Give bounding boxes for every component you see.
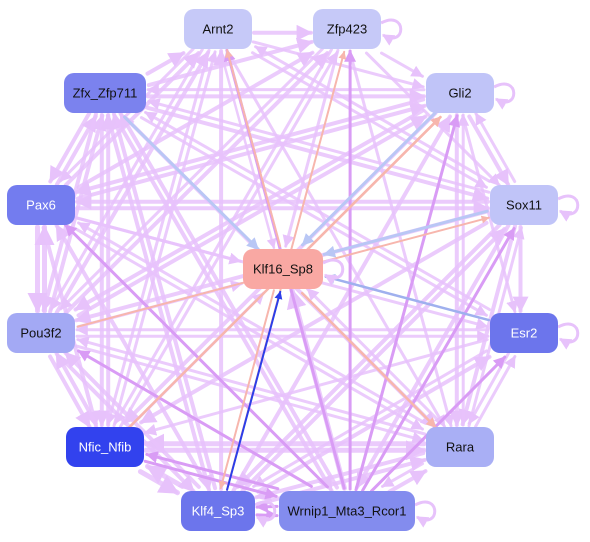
node-zfp423[interactable]: Zfp423: [313, 9, 381, 49]
edge-gli2-to-esr2: [461, 114, 518, 314]
node-box: [64, 73, 146, 113]
node-label: Wrnip1_Mta3_Rcor1: [288, 504, 407, 519]
node-label: Pax6: [26, 198, 56, 213]
edge-nfic-to-wrnip1: [143, 459, 278, 500]
node-arnt2[interactable]: Arnt2: [184, 9, 252, 49]
edge-zfp423-to-klf16: [282, 48, 340, 248]
edge-zfp423-to-gli2: [380, 51, 424, 78]
node-box: [181, 491, 255, 531]
node-box: [279, 491, 415, 531]
self-loop-layer: [254, 18, 580, 528]
edge-klf16-to-arnt2: [225, 49, 282, 248]
node-label: Sox11: [506, 198, 542, 213]
node-label: Nfic_Nfib: [79, 440, 132, 455]
self-loop-sox11: [557, 194, 580, 222]
node-klf4[interactable]: Klf4_Sp3: [181, 491, 255, 531]
edge-rara-to-pax6: [77, 221, 427, 425]
edge-wrnip1-to-nfic: [145, 451, 280, 491]
edge-wrnip1-to-esr2: [370, 355, 507, 493]
node-label: Pou3f2: [20, 326, 61, 341]
edge-pax6-to-gli2: [75, 101, 427, 201]
edge-zfx-to-klf16: [123, 115, 260, 251]
edge-sox11-to-klf4: [235, 222, 502, 489]
edge-nfic-to-arnt2: [112, 50, 219, 428]
self-loop-gli2: [493, 82, 516, 110]
edge-gli2-to-pou3f2: [73, 108, 425, 312]
node-box: [7, 185, 75, 225]
node-box: [426, 73, 494, 113]
edge-wrnip1-to-zfx: [118, 111, 339, 490]
edge-rara-to-pou3f2: [76, 336, 427, 436]
node-box: [490, 313, 558, 353]
node-pou3f2[interactable]: Pou3f2: [7, 313, 75, 353]
node-label: Rara: [446, 440, 475, 455]
node-label: Klf16_Sp8: [253, 262, 313, 277]
edge-esr2-to-klf16: [324, 274, 491, 322]
edge-nfic-to-pou3f2: [54, 351, 98, 426]
node-sox11[interactable]: Sox11: [490, 185, 558, 225]
node-box: [426, 427, 494, 467]
self-loop-klf16: [322, 258, 345, 286]
edge-gli2-to-klf16: [301, 111, 437, 247]
node-label: Arnt2: [202, 22, 233, 37]
edge-zfx-to-pax6: [48, 111, 92, 184]
edge-zfx-to-arnt2: [145, 51, 186, 76]
node-box: [66, 427, 144, 467]
edge-sox11-to-klf16: [322, 209, 489, 258]
node-box: [7, 313, 75, 353]
edge-rara-to-wrnip1: [380, 462, 424, 488]
edge-arnt2-to-rara: [226, 51, 446, 428]
node-label: Gli2: [448, 86, 471, 101]
edge-arnt2-to-klf16: [219, 50, 277, 250]
edge-zfx-to-esr2: [139, 116, 488, 317]
node-label: Zfp423: [327, 22, 367, 37]
edge-nfic-to-zfp423: [119, 51, 339, 428]
node-label: Klf4_Sp3: [192, 504, 245, 519]
edge-pou3f2-to-gli2: [76, 114, 428, 318]
node-zfx[interactable]: Zfx_Zfp711: [64, 73, 146, 113]
edge-gli2-to-sox11: [467, 114, 511, 187]
node-box: [313, 9, 381, 49]
edge-gli2-to-pax6: [74, 97, 426, 197]
self-loop-esr2: [557, 322, 580, 350]
edge-sox11-to-gli2: [474, 112, 517, 183]
node-rara[interactable]: Rara: [426, 427, 494, 467]
node-label: Zfx_Zfp711: [73, 86, 138, 101]
edge-sox11-to-arnt2: [254, 45, 491, 183]
node-wrnip1[interactable]: Wrnip1_Mta3_Rcor1: [279, 491, 415, 531]
edge-wrnip1-to-rara: [387, 469, 428, 494]
edge-klf16-to-klf4: [218, 289, 275, 490]
node-pax6[interactable]: Pax6: [7, 185, 75, 225]
edge-pou3f2-to-rara: [74, 344, 425, 444]
node-klf16[interactable]: Klf16_Sp8: [243, 249, 323, 289]
edge-wrnip1-to-gli2: [354, 114, 461, 492]
edge-wrnip1-to-pax6: [63, 223, 329, 489]
edge-sox11-to-wrnip1: [354, 223, 511, 490]
edge-zfp423-to-nfic: [113, 48, 333, 425]
self-loop-klf4: [254, 500, 277, 528]
edge-esr2-to-zfx: [144, 110, 491, 311]
edge-nfic-to-klf4: [137, 469, 180, 496]
edge-wrnip1-to-pou3f2: [77, 349, 313, 488]
node-nfic[interactable]: Nfic_Nfib: [66, 427, 144, 467]
edge-wrnip1-to-sox11: [361, 227, 516, 492]
node-box: [490, 185, 558, 225]
edge-klf4-to-klf16: [226, 290, 283, 491]
self-loop-zfp423: [380, 18, 403, 46]
node-gli2[interactable]: Gli2: [426, 73, 494, 113]
edge-rara-to-esr2: [474, 355, 517, 428]
node-box: [184, 9, 252, 49]
edge-sox11-to-nfic: [139, 220, 489, 425]
node-label: Esr2: [511, 326, 538, 341]
edge-klf16-to-rara: [300, 291, 437, 429]
node-box: [243, 249, 323, 289]
node-esr2[interactable]: Esr2: [490, 313, 558, 353]
self-loop-wrnip1: [414, 500, 437, 528]
